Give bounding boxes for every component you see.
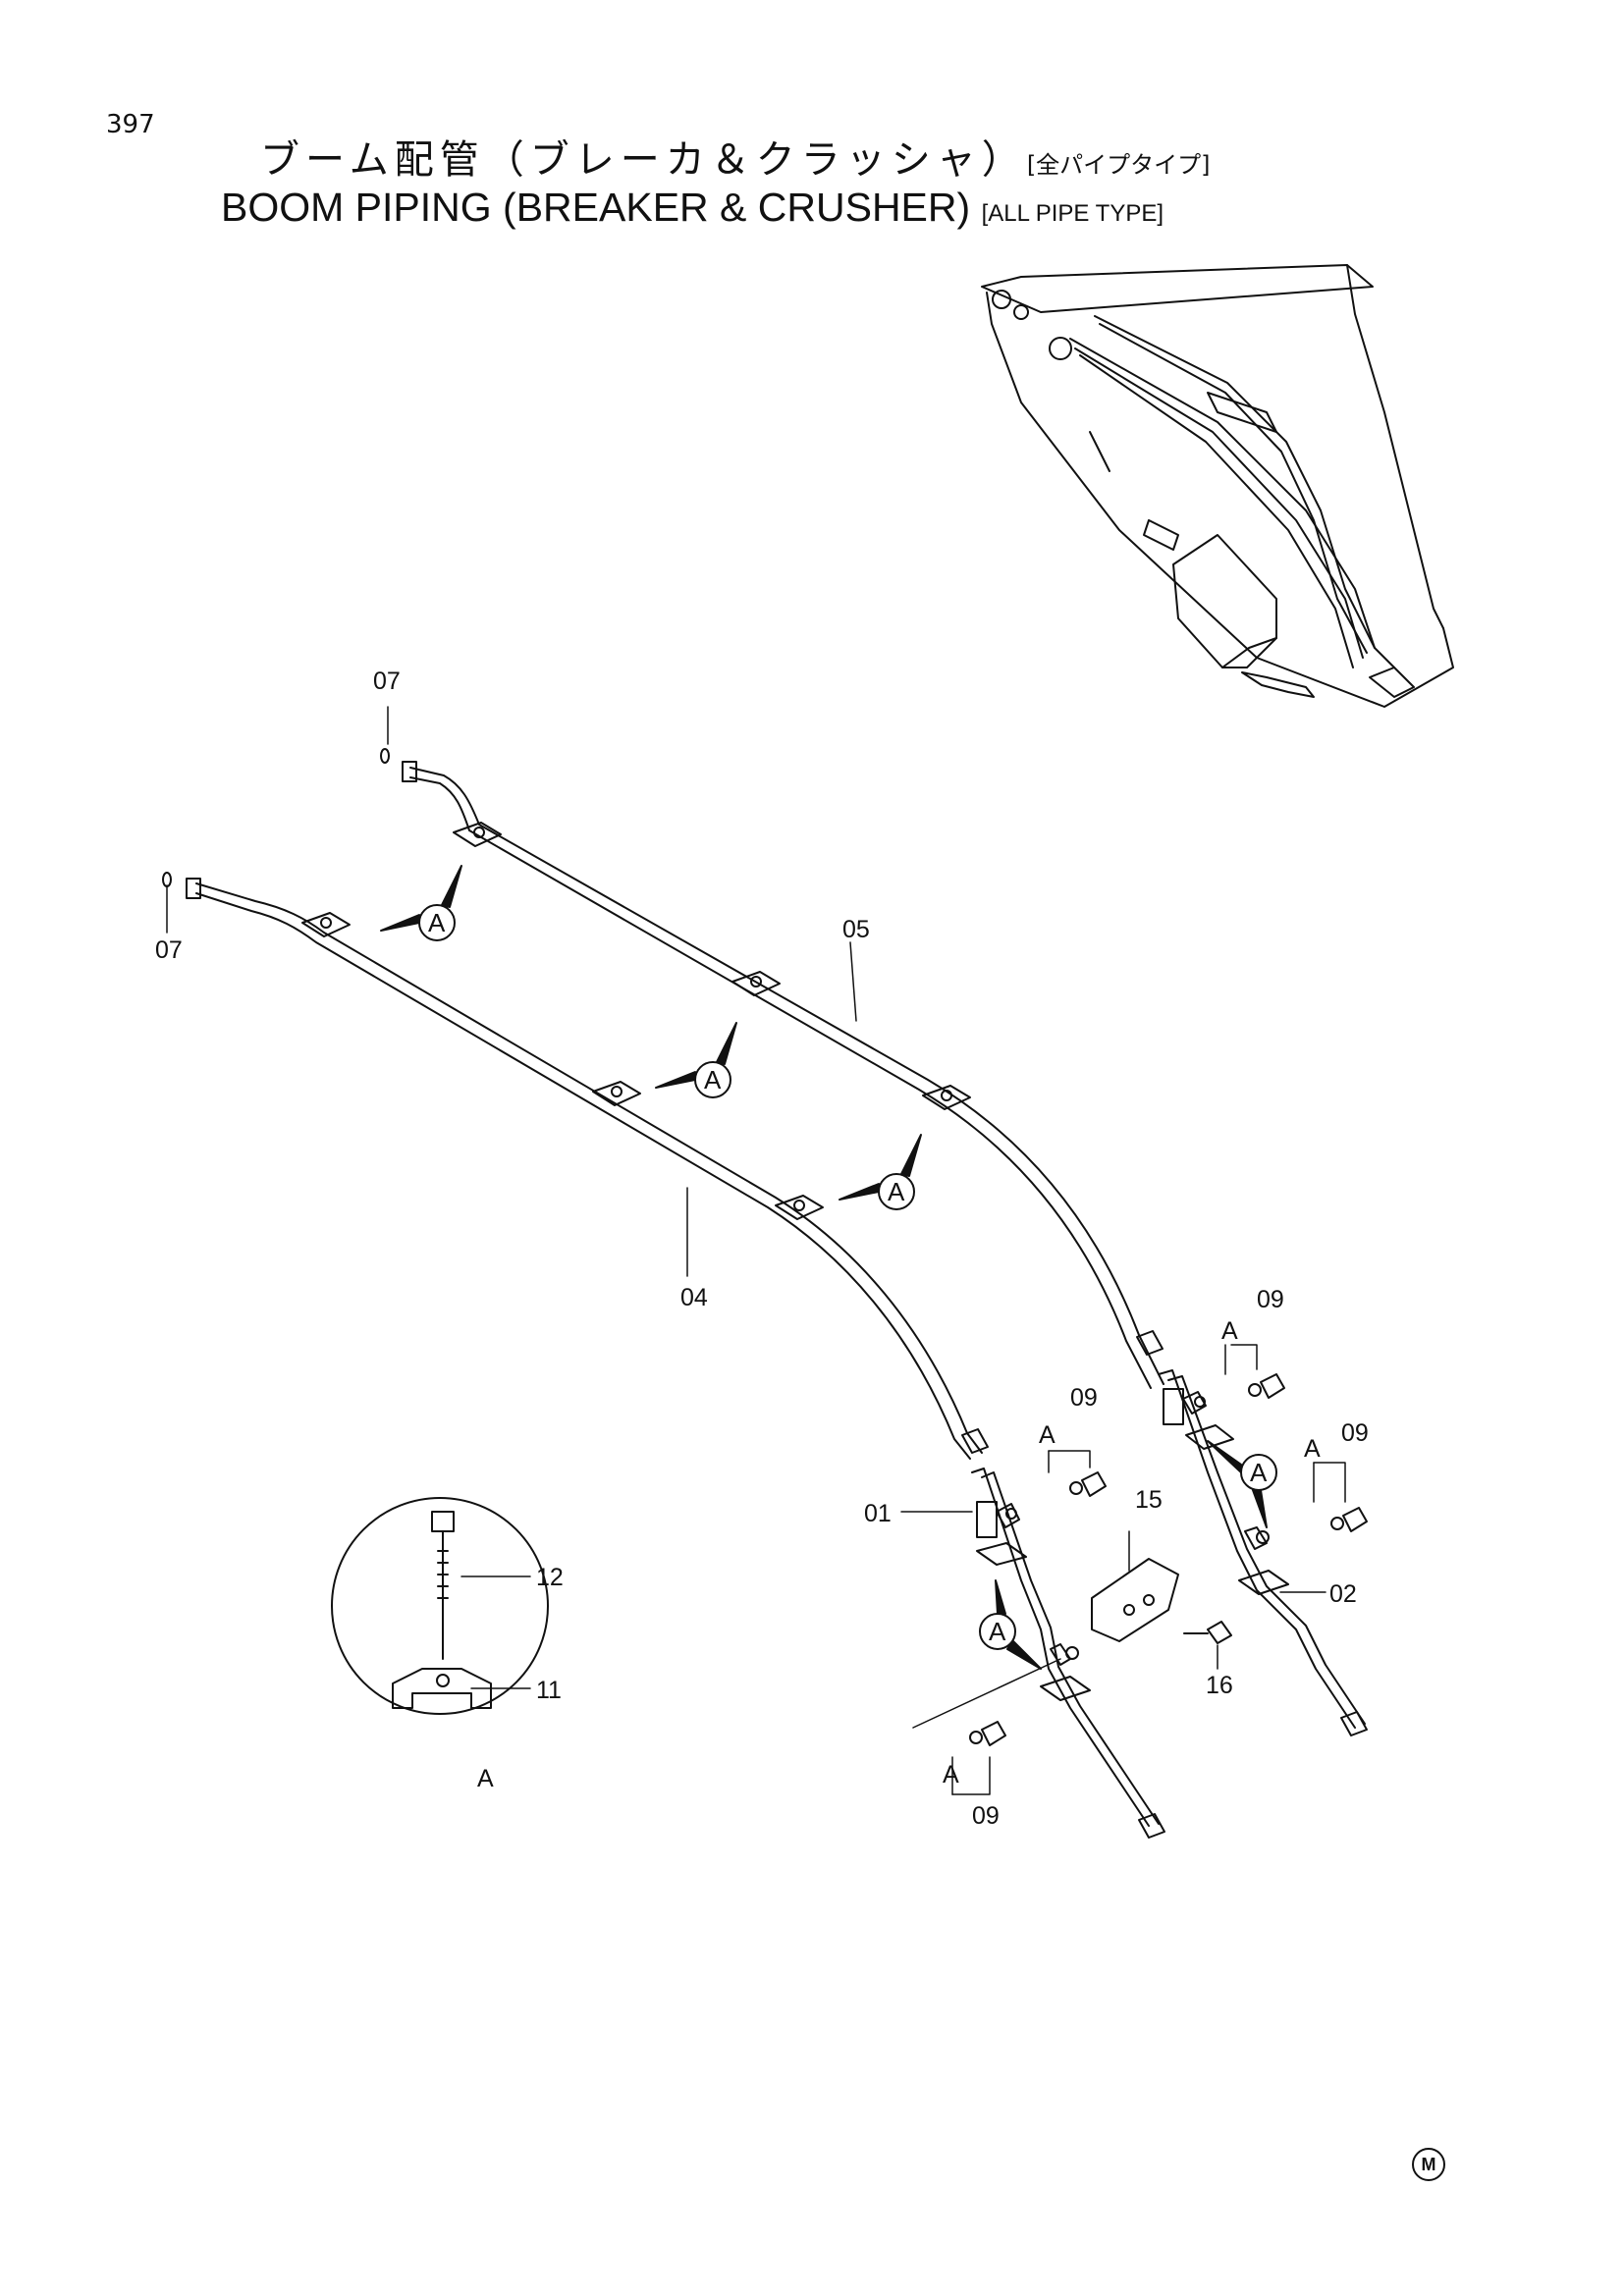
part-labels: 07 07 05 04 01 02 09 09 09 09 15 16 12 1… — [155, 667, 1369, 1830]
manufacturer-mark: M — [1412, 2148, 1445, 2181]
bolt-16 — [1183, 1621, 1232, 1644]
title-en-main: BOOM PIPING (BREAKER & CRUSHER) — [221, 185, 971, 230]
title-jp-main: ブーム配管（ブレーカ＆クラッシャ） — [260, 137, 1027, 183]
sub-label-a-3: A — [1304, 1435, 1321, 1463]
label-05: 05 — [842, 916, 870, 943]
title-jp-sub: [全パイプタイプ] — [1026, 151, 1211, 179]
callout-a-2: A — [704, 1065, 722, 1095]
label-09-b: 09 — [1257, 1286, 1284, 1313]
block-assembly-01 — [971, 1468, 1165, 1839]
label-11: 11 — [536, 1677, 562, 1704]
callout-a-5: A — [989, 1617, 1006, 1646]
page-number: 397 — [106, 110, 155, 139]
block-assembly-02 — [1158, 1369, 1368, 1736]
bracket-15 — [1091, 1558, 1179, 1642]
pipe-clamps — [301, 822, 971, 1220]
label-01: 01 — [864, 1500, 892, 1527]
o-rings-07 — [162, 748, 390, 887]
pipe-05 — [402, 761, 1164, 1389]
sub-label-a-4: A — [943, 1761, 959, 1789]
sub-label-a-1: A — [1039, 1421, 1056, 1449]
pipe-end-nuts — [961, 1330, 1164, 1454]
label-09-d: 09 — [972, 1802, 1000, 1830]
label-07-left: 07 — [155, 936, 183, 964]
callout-a-markers: A A A A A — [380, 865, 1277, 1670]
callout-a-3: A — [888, 1177, 905, 1206]
callout-a-4: A — [1250, 1458, 1268, 1487]
label-12: 12 — [536, 1564, 564, 1591]
pipe-04 — [186, 878, 983, 1460]
boom-overview-illustration — [981, 264, 1454, 708]
title-japanese: ブーム配管（ブレーカ＆クラッシャ）[全パイプタイプ] — [260, 128, 1211, 185]
title-english: BOOM PIPING (BREAKER & CRUSHER) [ALL PIP… — [221, 185, 1164, 231]
label-16: 16 — [1206, 1672, 1233, 1699]
label-09-a: 09 — [1070, 1384, 1098, 1412]
title-en-sub: [ALL PIPE TYPE] — [981, 200, 1164, 227]
detail-circle-a — [331, 1497, 549, 1715]
label-15: 15 — [1135, 1486, 1163, 1514]
leader-lines — [166, 706, 1346, 1795]
detail-caption-a: A — [477, 1765, 494, 1792]
label-09-c: 09 — [1341, 1419, 1369, 1447]
label-02: 02 — [1329, 1580, 1357, 1608]
label-07-top: 07 — [373, 667, 401, 695]
callout-a-1: A — [428, 908, 446, 937]
label-04: 04 — [680, 1284, 708, 1311]
plugs-09 — [969, 1373, 1368, 1746]
sub-label-a-2: A — [1221, 1317, 1238, 1345]
